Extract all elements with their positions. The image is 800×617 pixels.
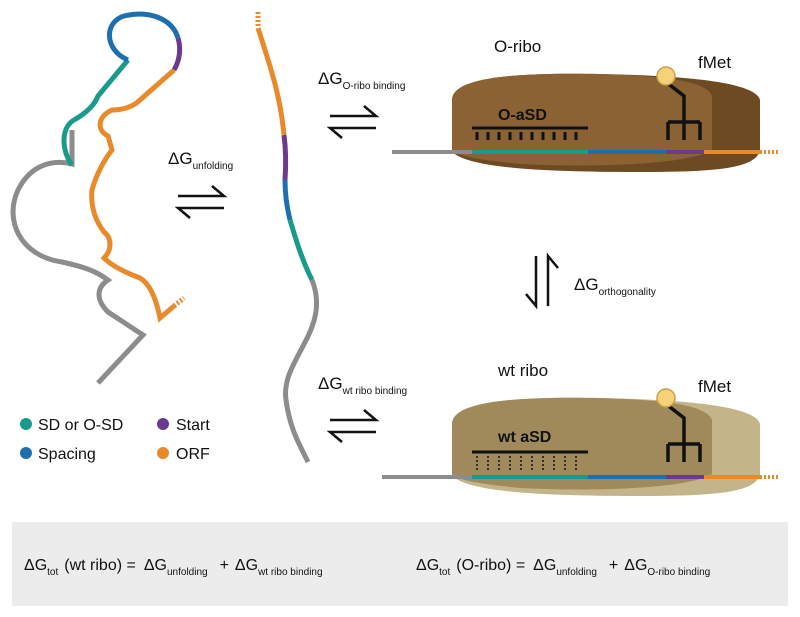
- o-ribosome-highlight: [452, 73, 712, 166]
- wt-ribosome-highlight: [452, 397, 712, 490]
- wt-fmet-ball: [656, 388, 676, 408]
- o-fmet-label: fMet: [698, 53, 731, 72]
- legend-start-label: Start: [176, 417, 210, 434]
- legend-start-dot: [157, 418, 169, 430]
- wt-trna-fmet: [664, 402, 702, 462]
- wt-ribosome-complex: wt ribo wt aSD fMet: [382, 361, 780, 496]
- o-ribo-title: O-ribo: [494, 37, 541, 56]
- folded-mrna: [10, 11, 186, 385]
- unfolded-orf-segment: [255, 27, 287, 136]
- unfolded-mrna: [255, 12, 320, 464]
- legend-orf-label: ORF: [176, 446, 210, 463]
- folded-5prime-tail: [10, 130, 147, 385]
- o-ribosome-complex: O-ribo O-aSD fMet: [392, 37, 780, 172]
- unfolding-label: ΔGunfolding: [168, 149, 233, 172]
- legend: SD or O-SD Spacing Start ORF: [20, 417, 210, 463]
- folded-spacing-segment: [107, 11, 181, 63]
- wt-ribo-binding-arrows: [326, 409, 380, 443]
- folded-orf-dashes: [172, 296, 186, 308]
- equation-panel: [12, 522, 788, 606]
- o-fmet-ball: [656, 66, 676, 86]
- o-asd-label: O-aSD: [498, 107, 547, 124]
- equation-wt-ribo: ΔGtot(wt ribo) =ΔGunfolding+ΔGwt ribo bi…: [24, 557, 323, 578]
- folded-orf-segment: [89, 68, 176, 323]
- o-trna-fmet: [664, 80, 702, 140]
- orthogonality-label: ΔGorthogonality: [574, 275, 656, 298]
- folded-sd-segment: [61, 58, 130, 167]
- unfolded-spacing-segment: [282, 179, 293, 221]
- wt-fmet-label: fMet: [698, 377, 731, 396]
- folded-start-segment: [171, 37, 183, 72]
- unfolding-equilibrium-arrows: [174, 185, 228, 219]
- unfolded-utr-segment: [283, 279, 320, 464]
- unfolded-sd-segment: [287, 219, 315, 282]
- wt-ribo-binding-label: ΔGwt ribo binding: [318, 374, 407, 397]
- wt-ribo-title: wt ribo: [497, 361, 548, 380]
- o-ribo-binding-arrows: [326, 105, 380, 139]
- o-asd-ticks: [475, 132, 578, 140]
- wt-asd-label: wt aSD: [497, 429, 551, 446]
- legend-orf-dot: [157, 447, 169, 459]
- orthogonality-arrows: [525, 252, 559, 310]
- legend-spacing-dot: [20, 447, 32, 459]
- legend-sd-dot: [20, 418, 32, 430]
- legend-spacing-label: Spacing: [38, 446, 96, 463]
- legend-sd-label: SD or O-SD: [38, 417, 123, 434]
- unfolded-start-segment: [281, 134, 289, 181]
- equation-o-ribo: ΔGtot(O-ribo) =ΔGunfolding+ΔGO-ribo bind…: [416, 557, 710, 578]
- o-ribo-binding-label: ΔGO-ribo binding: [318, 69, 405, 92]
